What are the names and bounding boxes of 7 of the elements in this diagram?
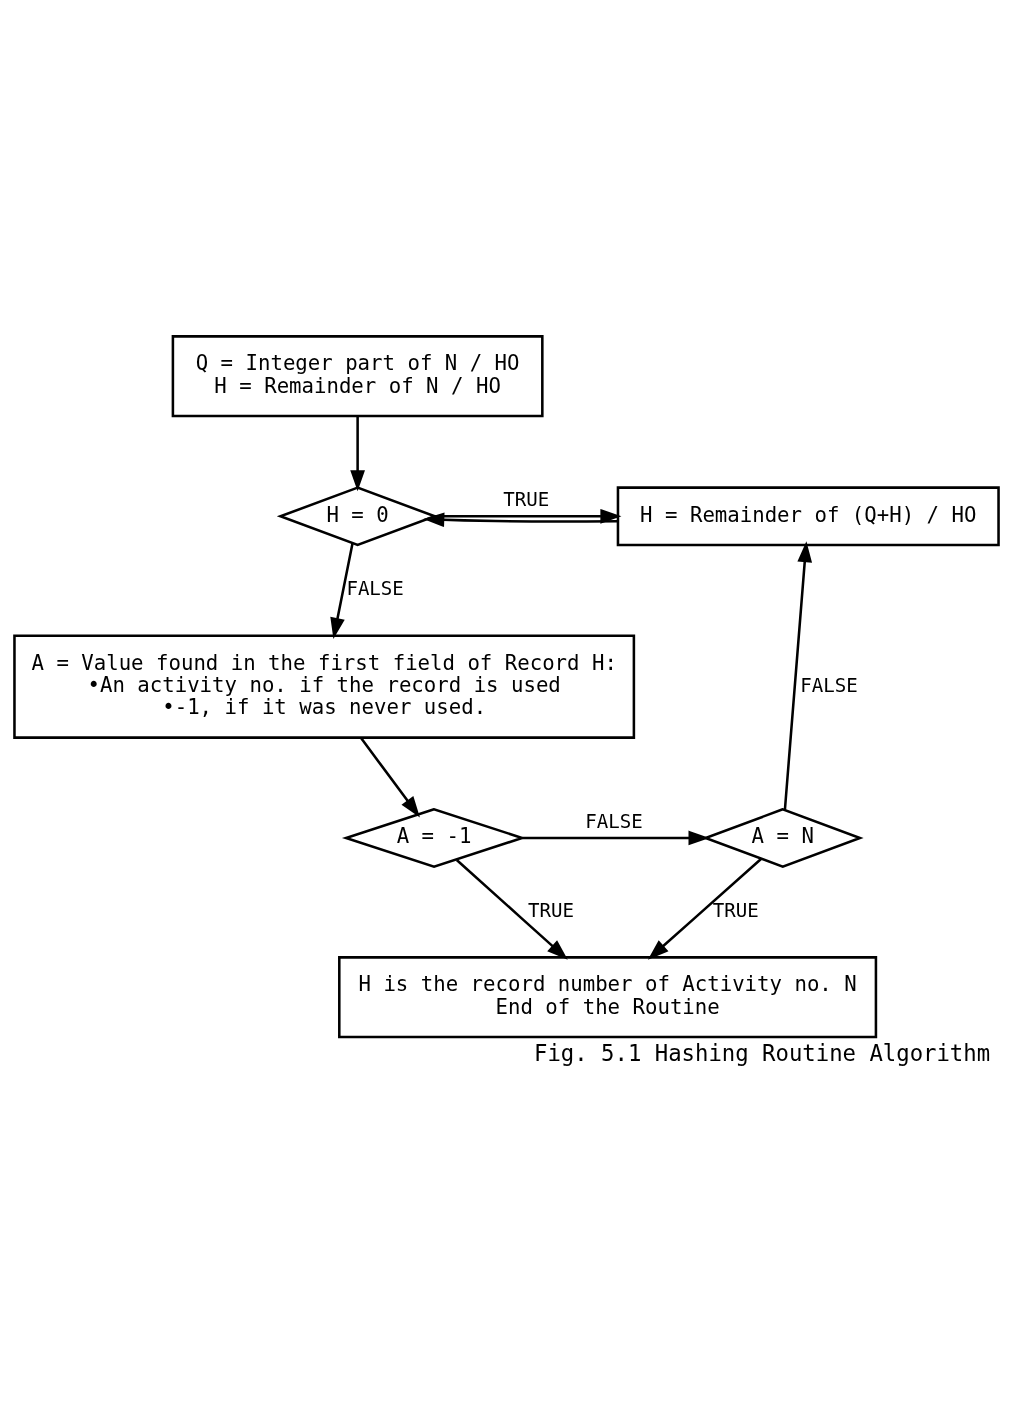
edge-label: TRUE bbox=[528, 898, 575, 922]
edge-label: FALSE bbox=[346, 577, 404, 601]
caption: Fig. 5.1 Hashing Routine Algorithm bbox=[534, 1040, 991, 1067]
edge-label: FALSE bbox=[585, 809, 643, 833]
edge-label: TRUE bbox=[503, 488, 550, 512]
edge-label: FALSE bbox=[800, 673, 858, 697]
edge-label: TRUE bbox=[712, 898, 759, 922]
